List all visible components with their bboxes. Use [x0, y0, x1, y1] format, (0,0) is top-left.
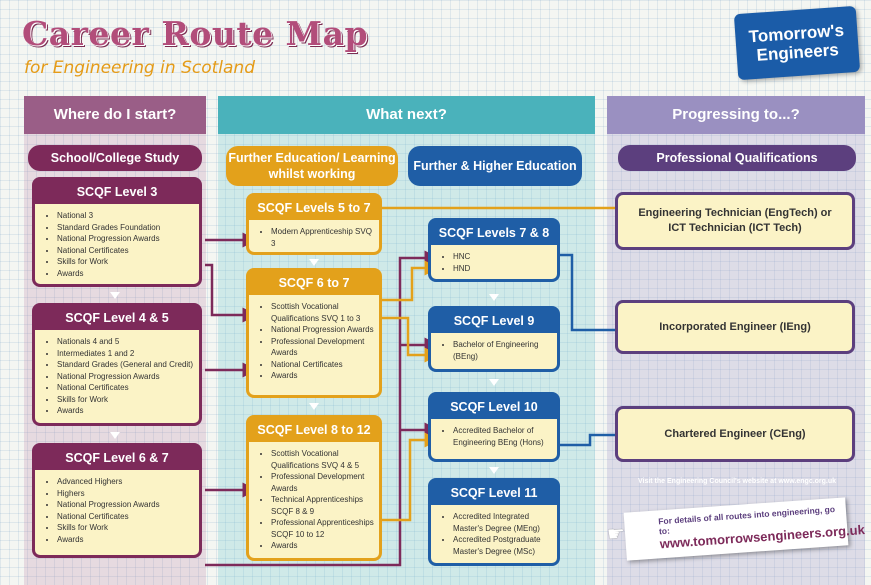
- higher-box-title: SCQF Level 9: [431, 309, 557, 333]
- list-item: HND: [453, 263, 553, 275]
- further-box-levels5to7: SCQF Levels 5 to 7 Modern Apprenticeship…: [246, 193, 382, 255]
- list-item: Professional Development Awards: [271, 336, 375, 359]
- list-item: National Progression Awards: [271, 324, 375, 336]
- page-title: Career Route Map: [22, 14, 369, 53]
- higher-education-pill: Further & Higher Education: [408, 146, 582, 186]
- list-item: Professional Apprenticeships SCQF 10 to …: [271, 517, 375, 540]
- column-start-heading: Where do I start?: [24, 96, 206, 134]
- higher-box-level9: SCQF Level 9 Bachelor of Engineering (BE…: [428, 306, 560, 372]
- list-item: Awards: [57, 268, 195, 280]
- list-item: National Certificates: [57, 245, 195, 257]
- list-item: National Certificates: [57, 382, 195, 394]
- list-item: National 3: [57, 210, 195, 222]
- list-item: Scottish Vocational Qualifications SVQ 4…: [271, 448, 375, 471]
- list-item: National Progression Awards: [57, 233, 195, 245]
- list-item: Awards: [271, 370, 375, 382]
- list-item: National Certificates: [271, 359, 375, 371]
- arrow-down-icon: [489, 467, 499, 474]
- further-box-level8to12: SCQF Level 8 to 12 Scottish Vocational Q…: [246, 415, 382, 561]
- list-item: Scottish Vocational Qualifications SVQ 1…: [271, 301, 375, 324]
- higher-box-level11: SCQF Level 11 Accredited Integrated Mast…: [428, 478, 560, 566]
- page-subtitle: for Engineering in Scotland: [24, 58, 255, 78]
- column-progress-heading: Progressing to...?: [607, 96, 865, 134]
- list-item: Modern Apprenticeship SVQ 3: [271, 226, 375, 249]
- list-item: National Certificates: [57, 511, 195, 523]
- list-item: Intermediates 1 and 2: [57, 348, 195, 360]
- arrow-down-icon: [489, 379, 499, 386]
- tomorrows-engineers-logo: Tomorrow's Engineers: [733, 5, 861, 81]
- list-item: Skills for Work: [57, 522, 195, 534]
- higher-box-title: SCQF Level 11: [431, 481, 557, 505]
- list-item: Bachelor of Engineering (BEng): [453, 339, 553, 362]
- engtech-box: Engineering Technician (EngTech) or ICT …: [615, 192, 855, 250]
- further-box-title: SCQF Levels 5 to 7: [249, 196, 379, 220]
- arrow-down-icon: [489, 294, 499, 301]
- school-box-title: SCQF Level 4 & 5: [35, 306, 199, 330]
- professional-qualifications-pill: Professional Qualifications: [618, 145, 856, 171]
- list-item: Accredited Postgraduate Master's Degree …: [453, 534, 553, 557]
- higher-box-title: SCQF Levels 7 & 8: [431, 221, 557, 245]
- higher-box-level10: SCQF Level 10 Accredited Bachelor of Eng…: [428, 392, 560, 462]
- list-item: Awards: [271, 540, 375, 552]
- list-item: Highers: [57, 488, 195, 500]
- higher-box-levels7and8: SCQF Levels 7 & 8 HNC HND: [428, 218, 560, 282]
- list-item: Accredited Bachelor of Engineering BEng …: [453, 425, 553, 448]
- further-education-pill: Further Education/ Learning whilst worki…: [226, 146, 398, 186]
- list-item: National Progression Awards: [57, 499, 195, 511]
- arrow-down-icon: [309, 403, 319, 410]
- list-item: Skills for Work: [57, 394, 195, 406]
- hand-pointer-icon: ☛: [606, 522, 626, 546]
- list-item: Awards: [57, 405, 195, 417]
- school-box-level67: SCQF Level 6 & 7 Advanced Highers Higher…: [32, 443, 202, 558]
- list-item: Accredited Integrated Master's Degree (M…: [453, 511, 553, 534]
- column-next-heading: What next?: [218, 96, 595, 134]
- arrow-down-icon: [110, 292, 120, 299]
- school-college-pill: School/College Study: [28, 145, 202, 171]
- list-item: Professional Development Awards: [271, 471, 375, 494]
- school-box-title: SCQF Level 6 & 7: [35, 446, 199, 470]
- list-item: Technical Apprenticeships SCQF 8 & 9: [271, 494, 375, 517]
- list-item: Standard Grades (General and Credit): [57, 359, 195, 371]
- list-item: National Progression Awards: [57, 371, 195, 383]
- school-box-level45: SCQF Level 4 & 5 Nationals 4 and 5 Inter…: [32, 303, 202, 426]
- higher-box-title: SCQF Level 10: [431, 395, 557, 419]
- school-box-level3: SCQF Level 3 National 3 Standard Grades …: [32, 177, 202, 287]
- ceng-box: Chartered Engineer (CEng): [615, 406, 855, 462]
- list-item: Skills for Work: [57, 256, 195, 268]
- list-item: Nationals 4 and 5: [57, 336, 195, 348]
- arrow-down-icon: [309, 259, 319, 266]
- arrow-down-icon: [110, 432, 120, 439]
- ieng-box: Incorporated Engineer (IEng): [615, 300, 855, 354]
- list-item: Standard Grades Foundation: [57, 222, 195, 234]
- list-item: HNC: [453, 251, 553, 263]
- further-box-title: SCQF Level 8 to 12: [249, 418, 379, 442]
- further-box-6to7: SCQF 6 to 7 Scottish Vocational Qualific…: [246, 268, 382, 398]
- engc-website-note: Visit the Engineering Council's website …: [637, 478, 837, 485]
- school-box-title: SCQF Level 3: [35, 180, 199, 204]
- list-item: Awards: [57, 534, 195, 546]
- list-item: Advanced Highers: [57, 476, 195, 488]
- further-box-title: SCQF 6 to 7: [249, 271, 379, 295]
